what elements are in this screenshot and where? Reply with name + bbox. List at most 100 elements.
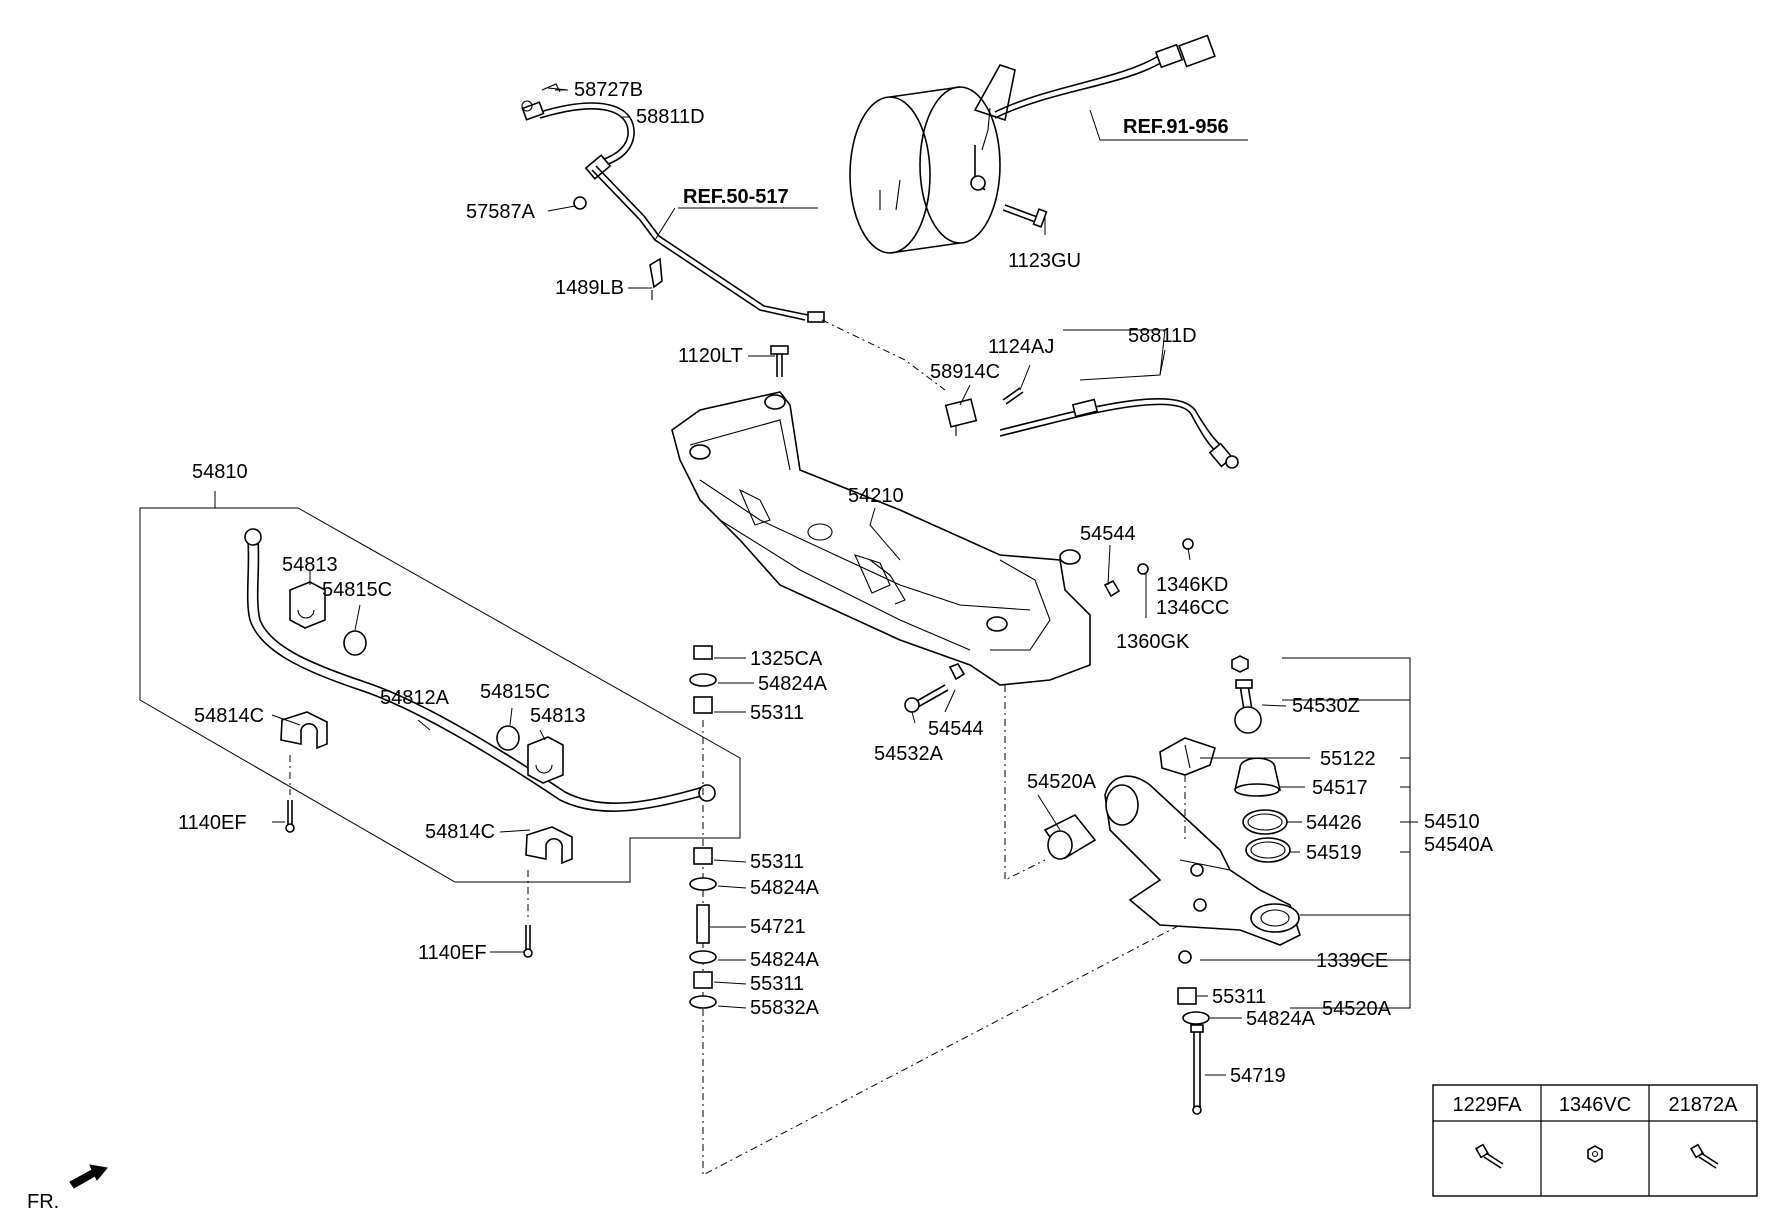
label-54815C-top: 54815C: [322, 579, 392, 601]
bolt-icon: [1474, 1143, 1504, 1169]
label-1489LB: 1489LB: [555, 277, 624, 299]
leader-lines: [214, 87, 1418, 1076]
nut-icon: [1587, 1145, 1603, 1163]
bolt-1123GU: [1002, 204, 1048, 228]
label-1325CA: 1325CA: [750, 648, 823, 670]
clamp-54814C-bot: [525, 826, 573, 865]
label-1346KD: 1346KD: [1156, 574, 1228, 596]
label-54719: 54719: [1230, 1065, 1286, 1087]
washer-54824A-arm: [1182, 1011, 1210, 1025]
label-54210: 54210: [848, 485, 904, 507]
boot-54517: [1233, 757, 1282, 797]
ring-54519: [1245, 837, 1291, 863]
label-54824A-2: 54824A: [750, 877, 820, 899]
label-54824A-1: 54824A: [758, 673, 828, 695]
label-54824A-4: 54824A: [1246, 1008, 1316, 1030]
cover-55122: [1159, 737, 1216, 840]
label-54532A: 54532A: [874, 743, 944, 765]
connector-58914C: [944, 398, 978, 436]
label-55311-1: 55311: [750, 702, 804, 724]
washer-1360GK: [1137, 563, 1149, 575]
label-58914C: 58914C: [930, 361, 1000, 383]
label-54517: 54517: [1312, 777, 1368, 799]
bushing-54813-top: [289, 581, 326, 629]
label-54824A-3: 54824A: [750, 949, 820, 971]
bushing-54520A: [1043, 813, 1097, 860]
bushing-55311-arm: [1177, 987, 1197, 1005]
label-54530Z: 54530Z: [1292, 695, 1360, 717]
label-1360GK: 1360GK: [1116, 631, 1190, 653]
lower-arm-54540A: [1104, 775, 1301, 946]
label-54814C-top: 54814C: [194, 705, 264, 727]
label-58811D-top: 58811D: [636, 106, 705, 128]
bushing-54815C-mid: [496, 725, 520, 751]
label-54810: 54810: [192, 461, 248, 483]
link-stack: [689, 645, 717, 1025]
label-58727B: 58727B: [574, 79, 643, 101]
label-54519: 54519: [1306, 842, 1362, 864]
clamp-54814C-top: [280, 711, 328, 750]
label-55311-3: 55311: [750, 973, 804, 995]
label-1124AJ: 1124AJ: [988, 336, 1054, 358]
part-labels: 58727B 58811D 57587A REF.50-517 1489LB R…: [178, 79, 1494, 1087]
nut-1346KD: [1182, 538, 1194, 550]
label-1120LT: 1120LT: [678, 345, 743, 367]
bolt-1124AJ: [1002, 387, 1024, 405]
brake-hose-rear: [999, 398, 1239, 469]
label-54721: 54721: [750, 916, 806, 938]
label-54544-bot: 54544: [928, 718, 984, 740]
label-54812A: 54812A: [380, 687, 450, 709]
legend-header-2: 1346VC: [1559, 1094, 1631, 1116]
bolt-1120LT: [770, 345, 789, 377]
ring-54426: [1242, 809, 1288, 835]
bracket-54544-top: [1103, 579, 1121, 598]
ref-50-517[interactable]: REF.50-517: [683, 186, 789, 208]
legend-header-3: 21872A: [1669, 1094, 1739, 1116]
label-54426: 54426: [1306, 812, 1362, 834]
front-label: FR.: [27, 1191, 59, 1211]
label-54544-top: 54544: [1080, 523, 1136, 545]
label-54813-top: 54813: [282, 554, 338, 576]
legend-header-1: 1229FA: [1453, 1094, 1523, 1116]
label-57587A: 57587A: [466, 201, 536, 223]
ball-joint-54530Z: [1231, 655, 1262, 734]
clip-57587A: [573, 196, 587, 210]
bolt-54719: [1190, 1024, 1204, 1115]
label-1140EF-top: 1140EF: [178, 812, 247, 834]
bolt-1140EF-bot: [523, 870, 533, 958]
label-55311-2: 55311: [750, 851, 804, 873]
label-1123GU: 1123GU: [1008, 250, 1081, 272]
bolt-54532A: [904, 684, 949, 713]
wheel-hub: [849, 86, 1001, 254]
label-54520A-bot: 54520A: [1322, 998, 1392, 1020]
wheel-speed-sensor: [970, 34, 1216, 191]
label-1339CE: 1339CE: [1316, 950, 1388, 972]
crossmember-leader: [1004, 685, 1046, 881]
label-54540A: 54540A: [1424, 834, 1494, 856]
bolt-1140EF-top: [285, 755, 295, 833]
label-55311-4: 55311: [1212, 986, 1266, 1008]
label-54813-mid: 54813: [530, 705, 586, 727]
label-54520A-top: 54520A: [1027, 771, 1097, 793]
front-direction-indicator: FR.: [27, 1164, 108, 1213]
bushing-54813-mid: [527, 736, 564, 784]
bushing-54815C-top: [343, 630, 367, 656]
label-54510: 54510: [1424, 811, 1480, 833]
label-54815C-mid: 54815C: [480, 681, 550, 703]
label-58811D-right: 58811D: [1128, 325, 1197, 347]
bracket-1489LB: [649, 257, 663, 300]
nut-1339CE: [1178, 950, 1192, 964]
label-55832A: 55832A: [750, 997, 820, 1019]
arrow-icon: [69, 1164, 108, 1189]
stabilizer-frame: [139, 507, 741, 883]
stabilizer-bar-54812A: [244, 528, 716, 812]
label-1346CC: 1346CC: [1156, 597, 1229, 619]
bolt-icon: [1689, 1143, 1719, 1169]
bracket-54544-bot: [948, 663, 966, 681]
label-54814C-bot: 54814C: [425, 821, 495, 843]
legend-table: 1229FA 1346VC 21872A: [1432, 1084, 1758, 1197]
ref-91-956[interactable]: REF.91-956: [1123, 116, 1229, 138]
label-55122: 55122: [1320, 748, 1376, 770]
